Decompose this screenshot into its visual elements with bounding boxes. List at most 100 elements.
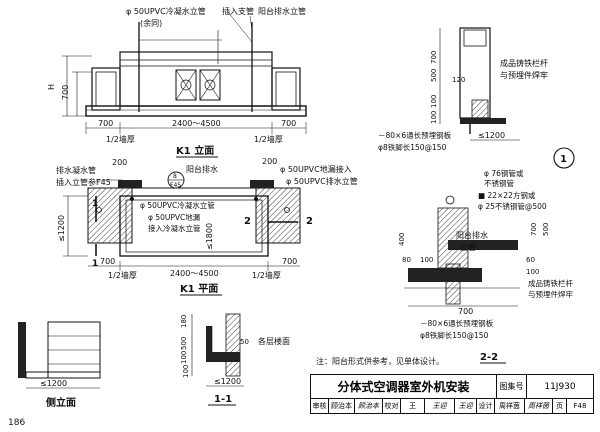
s2-railing-label: 成品铸铁栏杆	[528, 278, 573, 288]
plan-dim-1200: ≤1200	[57, 215, 66, 242]
side-dim: ≤1200	[40, 379, 67, 388]
s2-balcony-drain: 阳台排水	[456, 230, 488, 240]
review-sign: 顾治本	[355, 399, 383, 413]
plan-dim-200-left: 200	[112, 158, 127, 167]
s2-title: 2-2	[480, 352, 498, 363]
rd-railing-label-b: 与预埋件焊牢	[500, 70, 548, 80]
s2-dim-400: 400	[398, 233, 406, 246]
s2-balcony-drain-b: 立管	[460, 242, 476, 252]
plan-wall-left: 1/2墙厚	[108, 270, 137, 280]
s1-dim-100: 100	[180, 351, 188, 364]
page-label: 页	[553, 399, 567, 413]
design-name: 周祥茵	[495, 399, 525, 413]
page-number: 186	[8, 418, 26, 428]
signature-row: 审核 顾治本 顾治本 校对 王 王迎 王迎 设计 周祥茵 周祥茵 页 F48	[311, 399, 593, 413]
s2-tube-22: ■ 22×22方钢或	[478, 190, 536, 200]
k1-elevation: φ 50UPVC冷凝水立管 (余同) 插入支管 阳台排水立管 H 700 700…	[47, 6, 307, 158]
elev-dim-right: 700	[281, 119, 296, 128]
rd-dim-1200: ≤1200	[478, 131, 505, 140]
s2-dim-60: 60	[526, 256, 535, 264]
s1-title: 1-1	[214, 394, 232, 405]
plan-cut-1b: 1	[92, 259, 98, 269]
rd-dim-500: 500	[430, 69, 438, 82]
k1-plan: 排水凝水管 插入立管参F45 200 8 F45 阳台排水 φ 50UPVC地漏…	[56, 157, 358, 296]
atlas-value: 11J930	[527, 375, 593, 399]
elev-dim-left: 700	[98, 119, 113, 128]
plan-right-wall	[255, 187, 301, 244]
detail-top: 8	[173, 173, 177, 180]
plan-dim-right: 700	[282, 257, 297, 266]
elev-branch-label: 插入支管	[222, 6, 254, 16]
atlas-label: 图集号	[497, 375, 527, 399]
plan-floor-drain-b: 接入冷凝水立管	[148, 223, 201, 233]
elev-dim-700: 700	[61, 85, 70, 100]
rd-dim-120: 120	[452, 76, 465, 84]
plan-cut-2b: 2	[306, 216, 313, 227]
rd-dim-100: 100	[430, 95, 438, 108]
detail-bottom: F45	[170, 182, 181, 189]
design-sign: 周祥茵	[525, 399, 553, 413]
s2-dim-500: 500	[542, 223, 550, 236]
s1-floor-label: 各层楼面	[258, 336, 290, 346]
s1-dim-500: 500	[180, 337, 188, 350]
section-2-2: 1 φ 76钢管或 不锈钢管 ■ 22×22方钢或 φ 25不锈钢管@500 阳…	[398, 147, 575, 364]
elev-pipe-sub: (余同)	[140, 18, 162, 28]
s2-dim-700: 700	[530, 223, 538, 236]
plan-cond-riser: φ 50UPVC冷凝水立管	[140, 200, 215, 210]
side-elevation: ≤1200 侧立面	[18, 321, 101, 409]
plan-balcony	[119, 195, 269, 257]
review-name: 顾治本	[329, 399, 355, 413]
plan-pipe-right-a: φ 50UPVC地漏接入	[280, 164, 352, 174]
rd-railing-label: 成品铸铁栏杆	[500, 58, 548, 68]
s2-dim-100: 100	[420, 256, 433, 264]
s1-dim-50: 50	[240, 338, 249, 346]
design-label: 设计	[477, 399, 495, 413]
rd-anchor-label: φ8铁脚长150@150	[378, 142, 447, 152]
check-sign: 王迎	[425, 399, 455, 413]
s1-dim-1200: ≤1200	[214, 377, 241, 386]
check-label: 校对	[383, 399, 401, 413]
rd-dim-700: 700	[430, 51, 438, 64]
ac-enclosure	[119, 51, 273, 107]
plan-insert: 插入立管参F45	[56, 177, 111, 187]
plan-wall-right: 1/2墙厚	[252, 270, 281, 280]
sheet-title: 分体式空调器室外机安装	[311, 375, 497, 399]
s2-plate-label: －80×6通长预埋钢板	[420, 318, 494, 328]
plan-dim-left: 700	[100, 257, 115, 266]
title-block: 分体式空调器室外机安装 图集号 11J930 审核 顾治本 顾治本 校对 王 王…	[310, 374, 594, 414]
plan-pipe-right-b: φ 50UPVC排水立管	[286, 176, 358, 186]
check-name: 王	[401, 399, 425, 413]
plan-dim-span: 2400～4500	[170, 269, 219, 278]
check-sign-b: 王迎	[455, 399, 477, 413]
elev-drain-label: 阳台排水立管	[258, 6, 306, 16]
circle-no: 1	[560, 154, 567, 165]
plan-title: K1 平面	[180, 283, 218, 295]
plan-dim-1800: ≤1800	[205, 223, 214, 250]
review-label: 审核	[311, 399, 329, 413]
elev-pipe-label: φ 50UPVC冷凝水立管	[126, 6, 206, 16]
sheet-circle	[553, 147, 575, 169]
plan-right-slab-edge	[250, 180, 274, 188]
elev-title: K1 立面	[176, 144, 214, 157]
plan-drain-pipe: 排水凝水管	[56, 165, 96, 175]
elev-wall-right: 1/2墙厚	[254, 134, 283, 144]
elev-wall-left: 1/2墙厚	[106, 134, 135, 144]
elev-dim-span: 2400～4500	[172, 119, 221, 128]
plan-dim-200-right: 200	[262, 157, 277, 166]
s2-anchor-label: φ8铁脚长150@150	[420, 330, 489, 340]
page-value: F48	[573, 402, 587, 410]
section-1-1: 180 500 100 100 50 各层楼面 ≤1200 1-1	[180, 313, 290, 406]
railing-detail: 700 500 100 100 120 成品铸铁栏杆 与预埋件焊牢 ≤1200 …	[378, 27, 548, 152]
s2-dim-80: 80	[402, 256, 411, 264]
s1-dim-180: 180	[180, 315, 188, 328]
sheet-note: 注：阳台形式供参考，见单体设计。	[316, 356, 444, 366]
plan-balcony-drain: 阳台排水	[186, 164, 218, 174]
rd-dim-100-b: 100	[430, 111, 438, 124]
plan-left-slab-edge	[118, 180, 142, 188]
s2-tube-25: φ 25不锈钢管@500	[478, 201, 547, 211]
s2-tube-76-b: 不锈钢管	[484, 178, 514, 188]
s2-railing-label-b: 与预埋件焊牢	[528, 289, 573, 299]
elevation-slab	[85, 105, 307, 117]
elev-dim-h: H	[47, 84, 56, 90]
